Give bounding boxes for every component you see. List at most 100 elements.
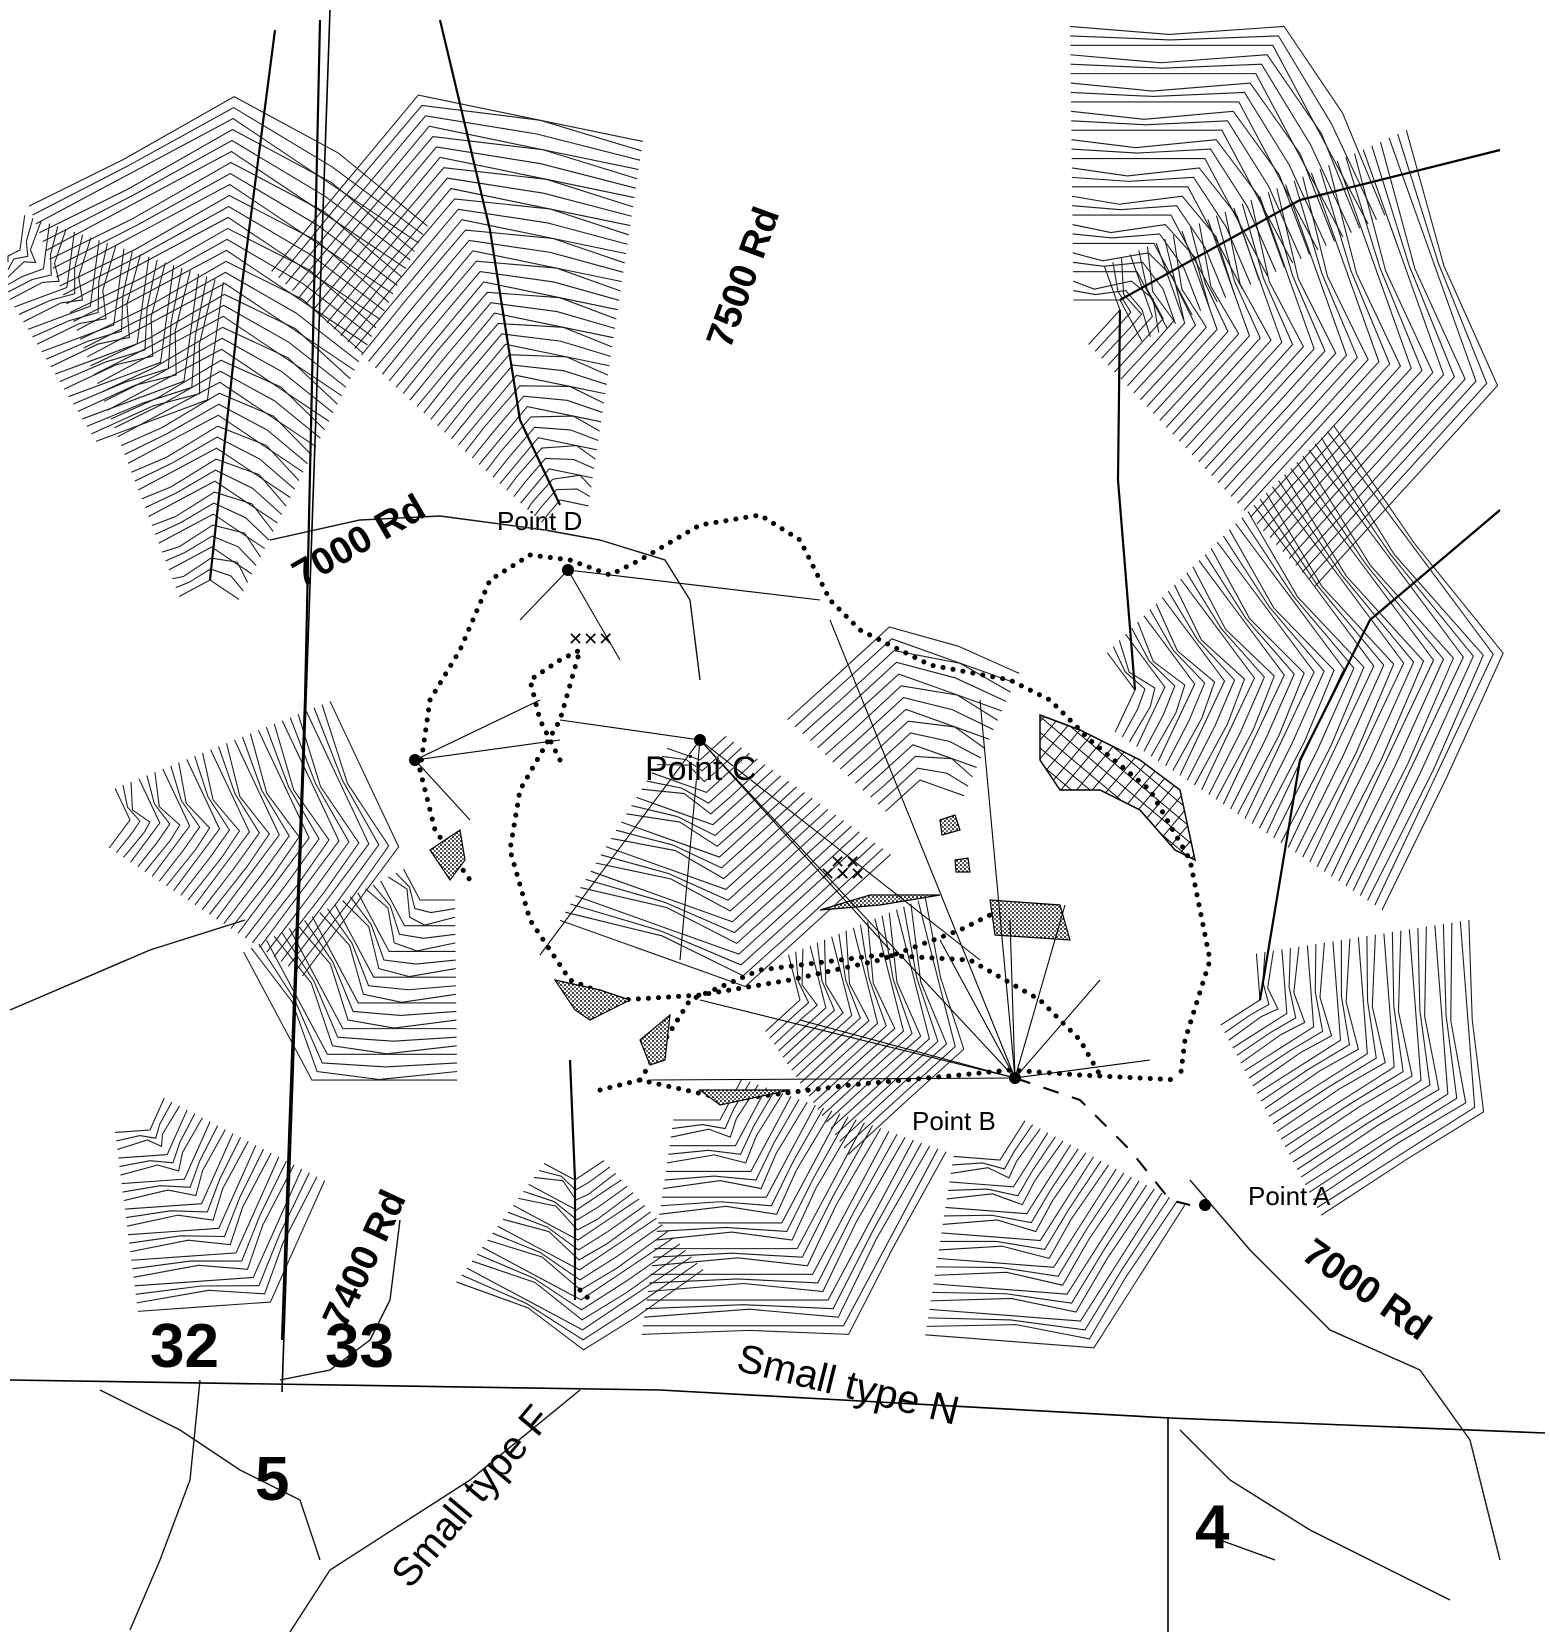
shaded-areas	[429, 814, 1071, 1106]
contour-line	[933, 1180, 1140, 1295]
contour-line	[824, 685, 999, 756]
contour-line	[63, 262, 166, 390]
point-b-label: Point B	[912, 1106, 996, 1136]
contour-line	[129, 1148, 265, 1244]
small-type-f-label: Small type F	[383, 1397, 560, 1596]
contour-line	[201, 746, 261, 910]
contour-line	[349, 896, 456, 965]
contour-line	[672, 1081, 751, 1130]
contour-line	[945, 1144, 1072, 1215]
contour-line	[144, 469, 283, 516]
contour-line	[1217, 188, 1337, 483]
contour-line	[122, 1125, 219, 1193]
contour-line	[817, 918, 905, 1110]
contour-line	[39, 128, 415, 252]
contour-line	[944, 1148, 1079, 1224]
contour-line	[645, 1142, 923, 1310]
contour-line	[137, 447, 291, 499]
contour-line	[1114, 250, 1164, 373]
contour-line	[610, 797, 813, 880]
contour-line	[131, 425, 300, 482]
contour-line	[1314, 130, 1499, 587]
contour-line	[388, 876, 456, 926]
contour-line	[1316, 921, 1476, 1208]
contour-line	[1161, 597, 1226, 776]
contour-line	[1071, 129, 1294, 264]
contour-line	[580, 831, 860, 945]
contour-line	[885, 779, 965, 812]
contour-line	[518, 1192, 634, 1231]
contour-line	[1071, 186, 1243, 290]
section-4-label: 4	[1195, 1493, 1230, 1562]
contour-line	[115, 785, 141, 854]
contour-line	[158, 765, 201, 882]
contour-line	[86, 276, 208, 427]
contour-line	[1280, 933, 1395, 1140]
contour-line	[1300, 926, 1440, 1178]
contour-line	[1216, 541, 1315, 819]
contour-line	[1243, 172, 1380, 511]
contour-line	[647, 1136, 906, 1293]
contour-line	[347, 208, 628, 343]
vegetation-labels: Small type F Small type N	[383, 1336, 963, 1596]
contour-line	[929, 1192, 1163, 1322]
contour-line	[372, 884, 456, 939]
contour-line	[1127, 242, 1186, 387]
contour-line	[342, 900, 456, 978]
contour-line	[644, 1145, 931, 1318]
contour-line	[1137, 621, 1186, 757]
contour-line	[354, 219, 627, 349]
contour-line	[1210, 547, 1305, 815]
contour-line	[52, 172, 398, 286]
contour-line	[1282, 149, 1445, 552]
contour-line	[1235, 523, 1345, 834]
contour-line	[540, 499, 589, 523]
contour-line	[925, 1204, 1186, 1349]
contour-line	[7, 220, 42, 278]
contour-lines	[7, 25, 1504, 1351]
contour-line	[118, 1109, 188, 1159]
contour-line	[1070, 63, 1352, 233]
contour-line	[651, 752, 750, 793]
contour-line	[1180, 578, 1256, 791]
contour-line	[128, 1145, 257, 1236]
contour-line	[127, 414, 304, 473]
contour-line	[278, 104, 642, 279]
contour-line	[117, 1105, 180, 1151]
contour-line	[769, 951, 810, 1039]
contour-line	[1262, 161, 1412, 532]
contour-line	[1241, 517, 1355, 839]
contour-line	[230, 733, 300, 929]
contour-line	[32, 106, 424, 235]
contour-line	[144, 772, 181, 873]
x-marker-cluster-center: ✕✕✕	[820, 864, 865, 885]
contour-line	[650, 1131, 890, 1275]
contour-line	[134, 1168, 303, 1287]
contour-line	[668, 1090, 776, 1155]
contour-line	[930, 1188, 1155, 1313]
cable-corridors	[414, 569, 1151, 1081]
landing-point-c-marker	[694, 734, 706, 746]
contour-line	[100, 326, 338, 405]
contour-line	[839, 903, 948, 1142]
contour-line	[1276, 934, 1386, 1132]
contour-line	[357, 892, 456, 952]
contour-line	[1072, 233, 1202, 311]
contour-line	[787, 626, 1020, 721]
contour-line	[223, 736, 290, 925]
contour-line	[641, 1151, 947, 1335]
contour-line	[1072, 214, 1218, 303]
contour-line	[948, 1136, 1056, 1197]
contour-line	[932, 1184, 1148, 1304]
contour-line	[1302, 455, 1455, 887]
contour-line	[1265, 492, 1395, 858]
contour-line	[1259, 498, 1385, 853]
contour-line	[1264, 938, 1360, 1110]
contour-line	[1159, 223, 1240, 421]
drainage-lines	[208, 19, 1501, 1341]
contour-line	[660, 1107, 825, 1207]
contour-line	[950, 1128, 1041, 1179]
contour-line	[9, 229, 67, 300]
contour-line	[834, 906, 939, 1136]
contour-line	[1070, 44, 1369, 225]
